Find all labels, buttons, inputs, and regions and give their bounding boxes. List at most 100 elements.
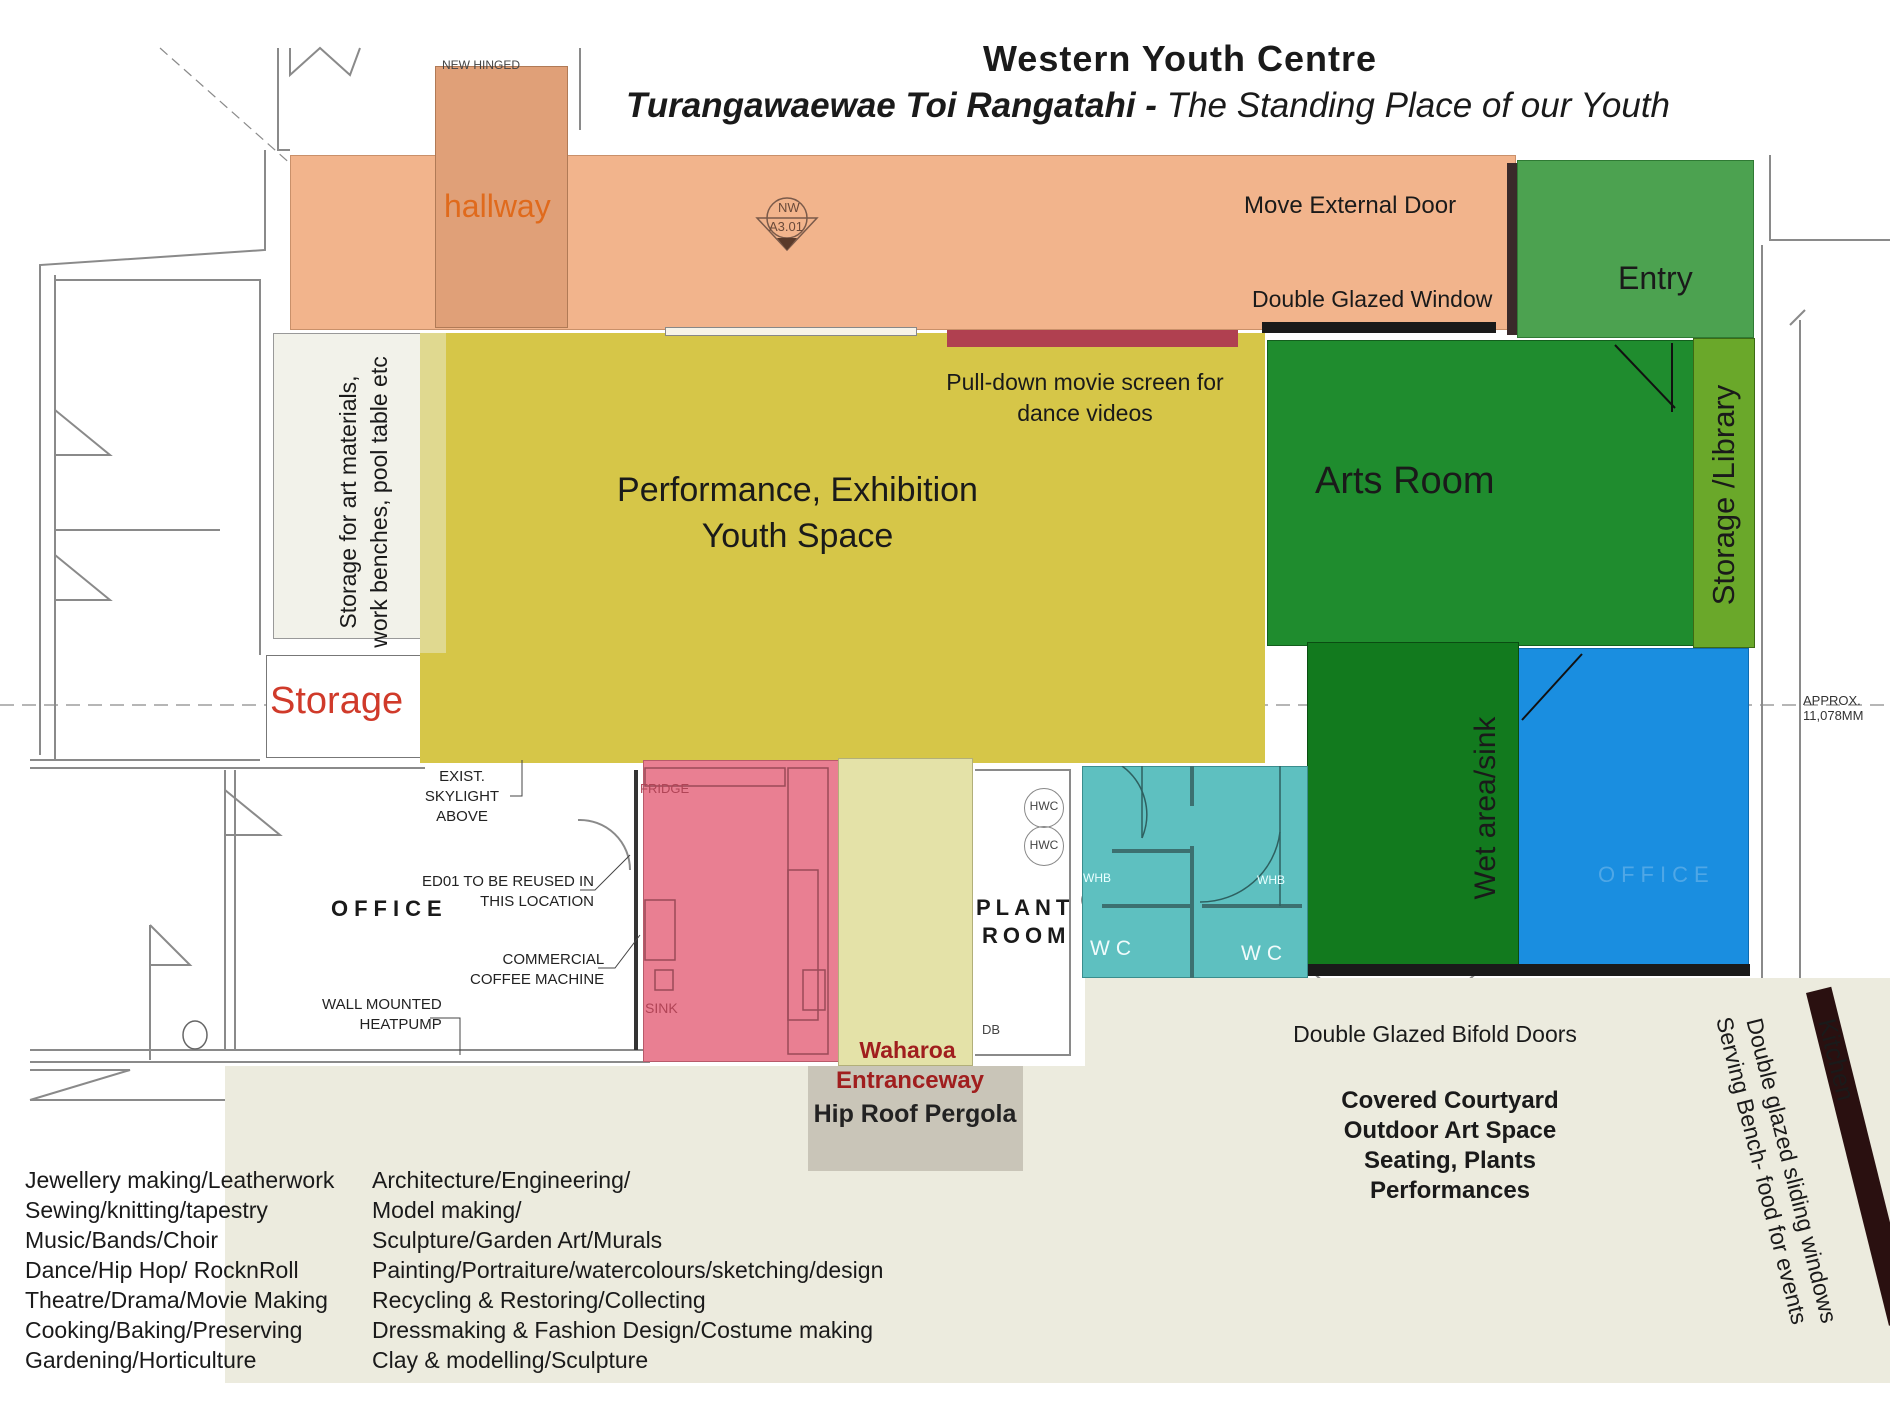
office-room-blue: [1517, 648, 1749, 966]
fridge-label: FRIDGE: [640, 781, 690, 796]
activity-left-item: Music/Bands/Choir: [25, 1227, 219, 1253]
heatpump-line1: WALL MOUNTED: [322, 996, 442, 1013]
move-external-door-label: Move External Door: [1244, 192, 1457, 219]
courtyard-area-right: [1085, 978, 1890, 1383]
wc-room-block: [1082, 766, 1308, 978]
plant-room-label: PLANT ROOM: [976, 894, 1074, 950]
plant-room-line1: PLANT: [976, 895, 1075, 920]
top-wall-segment: [665, 327, 917, 336]
subtitle-bold: Turangawaewae Toi Rangatahi -: [626, 86, 1157, 125]
courtyard-label: Covered Courtyard Outdoor Art Space Seat…: [1300, 1086, 1600, 1206]
storage-library-label: Storage /Library: [1706, 384, 1741, 606]
db-label: DB: [982, 1022, 1001, 1037]
heatpump-label: WALL MOUNTED HEATPUMP: [322, 995, 442, 1035]
activity-right-item: Clay & modelling/Sculpture: [372, 1347, 649, 1373]
ed01-line1: ED01 TO BE REUSED IN: [422, 873, 595, 890]
pergola-strip: [838, 758, 973, 1066]
approx-line1: APPROX.: [1803, 693, 1861, 708]
performance-line2: Youth Space: [701, 517, 894, 555]
courtyard-line3: Seating, Plants: [1363, 1147, 1537, 1174]
sink-label: SINK: [645, 1000, 678, 1016]
heatpump-line2: HEATPUMP: [359, 1016, 442, 1033]
hwc2-label: HWC: [1029, 838, 1059, 852]
pergola-box: [808, 1066, 1023, 1171]
activity-left-item: Jewellery making/Leatherwork: [25, 1167, 335, 1193]
waharoa-label: Waharoa: [859, 1037, 956, 1063]
entry-room: [1517, 160, 1754, 338]
double-glazed-window-label: Double Glazed Window: [1252, 286, 1493, 312]
entry-label: Entry: [1618, 260, 1693, 296]
arts-room-door-swing: [1614, 343, 1676, 412]
courtyard-line1: Covered Courtyard: [1341, 1087, 1559, 1114]
wet-area-room: [1307, 642, 1519, 968]
movie-screen-line1: Pull-down movie screen for: [946, 369, 1224, 395]
section-marker-top: NW: [778, 200, 800, 215]
approx-dimension-label: APPROX. 11,078MM: [1803, 693, 1863, 723]
external-door-line: [1507, 163, 1517, 335]
office-blue-label: OFFICE: [1598, 862, 1715, 887]
page-title: Western Youth Centre: [982, 38, 1378, 79]
wc1-label: WC: [1090, 937, 1137, 960]
approx-line2: 11,078MM: [1803, 708, 1864, 723]
activity-left-item: Sewing/knitting/tapestry: [25, 1197, 268, 1223]
skylight-line1: EXIST.: [439, 768, 485, 785]
ed01-label: ED01 TO BE REUSED IN THIS LOCATION: [422, 872, 594, 912]
performance-space: [420, 333, 1265, 763]
skylight-label: EXIST. SKYLIGHT ABOVE: [402, 767, 522, 827]
skylight-line2: SKYLIGHT: [424, 788, 500, 805]
performance-label: Performance, Exhibition Youth Space: [575, 467, 1020, 559]
hwc2-icon: [1024, 826, 1064, 866]
coffee-line2: COFFEE MACHINE: [470, 971, 605, 988]
storage-room: [266, 655, 421, 758]
movie-screen-label: Pull-down movie screen for dance videos: [925, 367, 1245, 429]
whb1-label: WHB: [1083, 871, 1111, 885]
activities-right-list: Architecture/Engineering/ Model making/ …: [372, 1165, 883, 1375]
activity-right-item: Dressmaking & Fashion Design/Costume mak…: [372, 1317, 874, 1343]
plant-room-line2: ROOM: [982, 923, 1071, 948]
coffee-line1: COMMERCIAL: [502, 951, 605, 968]
arts-room-label: Arts Room: [1315, 460, 1495, 502]
page-subtitle: Turangawaewae Toi Rangatahi - The Standi…: [626, 86, 1670, 126]
ed01-line2: THIS LOCATION: [480, 893, 595, 910]
performance-left-strip: [420, 333, 446, 653]
entranceway-label: Entranceway: [835, 1067, 985, 1094]
hallway-box: [435, 66, 568, 328]
section-marker-icon: [755, 197, 819, 252]
hallway-label: hallway: [444, 188, 551, 224]
skylight-leader: [510, 760, 523, 797]
subtitle-italic: The Standing Place of our Youth: [1166, 86, 1671, 125]
activity-left-item: Gardening/Horticulture: [25, 1347, 257, 1373]
activity-left-item: Theatre/Drama/Movie Making: [25, 1287, 328, 1313]
kitchen-fittings: [644, 767, 829, 1055]
whb2-label: WHB: [1257, 873, 1285, 887]
art-storage-area: [273, 333, 446, 639]
art-storage-label: Storage for art materials, work benches,…: [333, 302, 403, 702]
hwc1-label: HWC: [1029, 799, 1059, 813]
wet-area-label: Wet area/sink: [1469, 716, 1502, 900]
activity-left-item: Cooking/Baking/Preserving: [25, 1317, 303, 1343]
activity-right-item: Sculpture/Garden Art/Murals: [372, 1227, 663, 1253]
activity-right-item: Architecture/Engineering/: [372, 1167, 631, 1193]
art-storage-line2: work benches, pool table etc: [366, 356, 392, 648]
coffee-machine-label: COMMERCIAL COFFEE MACHINE: [470, 950, 604, 990]
storage-label: Storage: [270, 680, 404, 722]
performance-line1: Performance, Exhibition: [617, 471, 978, 509]
storage-library-room: [1693, 338, 1755, 648]
art-storage-line1: Storage for art materials,: [335, 375, 361, 629]
skylight-line3: ABOVE: [436, 808, 488, 825]
movie-screen-bar: [947, 330, 1238, 347]
courtyard-line2: Outdoor Art Space: [1343, 1117, 1557, 1144]
bifold-doors-label: Double Glazed Bifold Doors: [1293, 1021, 1577, 1047]
wc2-label: WC: [1241, 942, 1288, 965]
activities-left-list: Jewellery making/Leatherwork Sewing/knit…: [25, 1165, 334, 1375]
section-marker-bottom: A3.01: [769, 219, 803, 234]
window-bar: [1262, 322, 1496, 333]
activity-left-item: Dance/Hip Hop/ RocknRoll: [25, 1257, 299, 1283]
movie-screen-line2: dance videos: [1017, 400, 1153, 426]
office-left-label: OFFICE: [331, 896, 448, 921]
wc-partitions: [1102, 766, 1302, 978]
pergola-label: Hip Roof Pergola: [813, 1100, 1017, 1128]
office-leaders: [430, 854, 641, 1055]
activity-right-item: Recycling & Restoring/Collecting: [372, 1287, 706, 1313]
